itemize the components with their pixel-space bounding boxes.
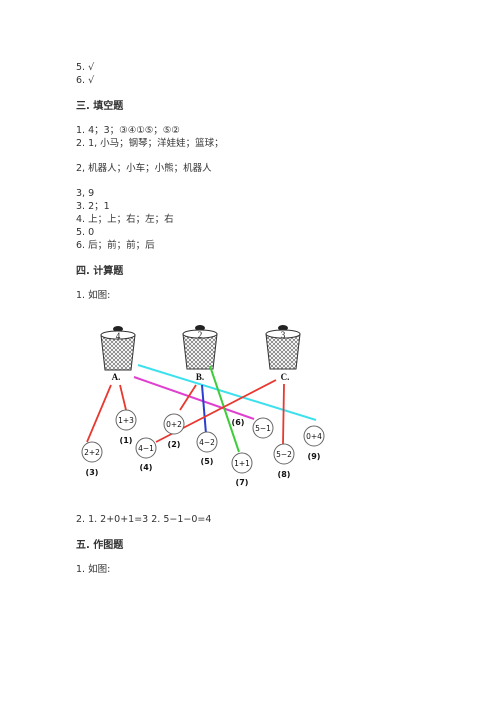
ball-tag: (6) <box>232 418 245 427</box>
ball-tag: (1) <box>120 436 133 445</box>
basket-label: C. <box>281 372 290 382</box>
section-3-line: 2, 机器人；小车；小熊；机器人 <box>76 163 212 174</box>
match-line-red <box>119 384 127 411</box>
section-5-intro: 1. 如图: <box>76 564 111 575</box>
ball-expression: 0+2 <box>166 420 182 429</box>
ball-8: 5−2 (8) <box>273 443 295 479</box>
section-3-line: 3, 9 <box>76 188 95 199</box>
section-4-intro: 1. 如图: <box>76 290 111 301</box>
basket-number: 4 <box>116 331 121 341</box>
ball-expression: 1+1 <box>234 459 250 468</box>
basket-lid-icon <box>195 325 205 331</box>
ball-expression: 5−2 <box>276 450 292 459</box>
ball-expression: 0+4 <box>306 432 322 441</box>
basket-number: 3 <box>281 330 286 340</box>
section-3-line: 1. 4；3；③④①⑤；⑤② <box>76 125 180 136</box>
ball-3: 2+2 (3) <box>81 441 103 477</box>
ball-tag: (7) <box>236 478 249 487</box>
match-line-red <box>86 384 112 443</box>
ball-expression: 5−1 <box>255 424 271 433</box>
section-4-answer: 2. 1. 2+0+1=3 2. 5−1−0=4 <box>76 514 212 525</box>
section-3-line: 5. 0 <box>76 227 95 238</box>
basket-a: 4 A. <box>100 326 136 382</box>
basket-matching-figure: 4 A. 2 B. 3 C. 1+3 (1) 0+2 (2) 2+2 (3) <box>81 325 325 487</box>
ball-expression: 4−2 <box>199 438 215 447</box>
ball-tag: (3) <box>86 468 99 477</box>
match-line-red <box>282 383 285 445</box>
basket-number: 2 <box>198 330 203 340</box>
section-3-line: 6. 后；前；前；后 <box>76 240 155 251</box>
basket-label: B. <box>196 372 204 382</box>
ball-5: 4−2 (5) <box>196 431 218 466</box>
ball-tag: (5) <box>201 457 214 466</box>
section-5-heading: 五. 作图题 <box>76 540 124 551</box>
ball-tag: (9) <box>308 452 321 461</box>
answer-5: 5. √ <box>76 62 95 73</box>
basket-c: 3 C. <box>265 325 301 382</box>
basket-label: A. <box>112 372 121 382</box>
ball-tag: (4) <box>140 463 153 472</box>
basket-lid-icon <box>278 325 288 331</box>
section-3-line: 2. 1, 小马；钢琴；洋娃娃；篮球； <box>76 138 224 149</box>
ball-expression: 1+3 <box>118 416 134 425</box>
match-line-blue <box>201 384 207 435</box>
ball-expression: 2+2 <box>84 448 100 457</box>
match-line-green <box>209 365 240 453</box>
section-3-line: 3. 2；1 <box>76 201 110 212</box>
ball-tag: (2) <box>168 440 181 449</box>
section-3-heading: 三. 填空题 <box>76 101 124 112</box>
answer-6: 6. √ <box>76 75 95 86</box>
match-line-magenta <box>133 376 255 420</box>
match-line-red <box>179 384 197 411</box>
match-line-cyan <box>137 364 317 421</box>
ball-7: 1+1 (7) <box>231 452 253 487</box>
basket-b: 2 B. <box>182 325 218 382</box>
ball-6: 5−1 (6) <box>232 417 274 439</box>
ball-tag: (8) <box>278 470 291 479</box>
ball-4: 4−1 (4) <box>135 437 157 472</box>
ball-2: 0+2 (2) <box>163 413 185 449</box>
basket-lid-icon <box>113 326 123 332</box>
section-4-heading: 四. 计算题 <box>76 266 124 277</box>
ball-expression: 4−1 <box>138 444 154 453</box>
ball-9: 0+4 (9) <box>303 425 325 461</box>
ball-1: 1+3 (1) <box>115 409 137 445</box>
section-3-line: 4. 上；上；右；左；右 <box>76 214 174 225</box>
